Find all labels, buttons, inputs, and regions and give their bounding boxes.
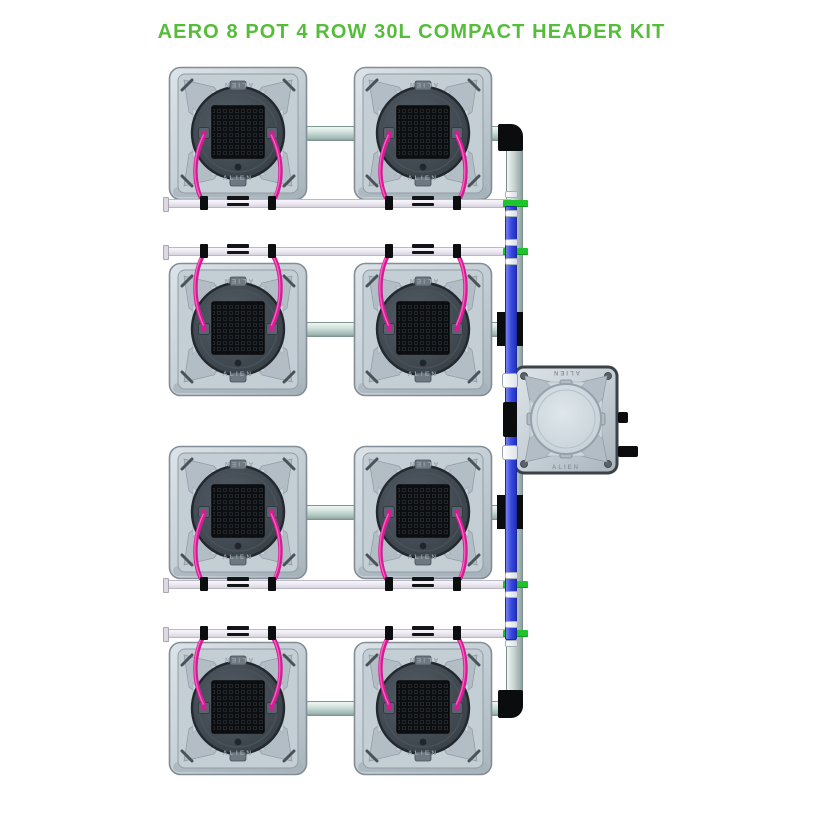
tank-brand-bottom: ALIEN xyxy=(552,465,580,471)
pot-top-view: ALIEN ALIEN xyxy=(353,262,493,397)
rail-mark xyxy=(227,577,249,581)
tube-rail-connector xyxy=(385,626,393,640)
grow-pot: ALIEN ALIEN xyxy=(353,262,493,397)
rail-mark xyxy=(412,250,434,254)
rail-mark xyxy=(227,196,249,200)
rail-end-cap xyxy=(163,627,169,642)
pot-top-view: ALIEN ALIEN xyxy=(168,641,308,776)
cross-fitting xyxy=(503,200,528,207)
feed-pipe xyxy=(306,504,355,520)
manifold-coupling xyxy=(505,571,518,579)
pipe-coupling xyxy=(502,373,518,388)
grow-pot: ALIEN ALIEN xyxy=(168,641,308,776)
tube-rail-connector xyxy=(200,626,208,640)
rail-mark xyxy=(412,626,434,630)
rail-mark xyxy=(412,583,434,587)
manifold-coupling xyxy=(505,238,518,246)
pot-top-view: ALIEN ALIEN xyxy=(353,66,493,201)
pot-brand-top: ALIEN xyxy=(408,460,439,467)
pot-top-view: ALIEN ALIEN xyxy=(168,445,308,580)
rail-mark xyxy=(227,632,249,636)
pot-top-view: ALIEN ALIEN xyxy=(168,262,308,397)
pot-brand-top: ALIEN xyxy=(223,656,254,663)
pot-brand-bottom: ALIEN xyxy=(223,750,254,757)
tube-rail-connector xyxy=(268,626,276,640)
pot-brand-bottom: ALIEN xyxy=(223,371,254,378)
manifold-coupling xyxy=(505,640,518,647)
pot-brand-bottom: ALIEN xyxy=(408,750,439,757)
rail-mark xyxy=(412,244,434,248)
rail-mark xyxy=(227,244,249,248)
rail-end-cap xyxy=(163,578,169,593)
tank-top-view: ALIEN ALIEN xyxy=(513,365,619,475)
pot-brand-top: ALIEN xyxy=(408,81,439,88)
grow-pot: ALIEN ALIEN xyxy=(353,445,493,580)
rail-end-cap xyxy=(163,245,169,260)
grow-pot: ALIEN ALIEN xyxy=(353,641,493,776)
tube-rail-connector xyxy=(268,577,276,591)
tube-rail-connector xyxy=(385,196,393,210)
grow-pot: ALIEN ALIEN xyxy=(168,445,308,580)
manifold-coupling xyxy=(505,210,518,217)
grow-pot: ALIEN ALIEN xyxy=(353,66,493,201)
rail-mark xyxy=(412,196,434,200)
header-tank: ALIEN ALIEN xyxy=(513,365,619,480)
feed-elbow-fitting xyxy=(498,690,523,718)
rail-mark xyxy=(412,202,434,206)
tube-rail-connector xyxy=(200,196,208,210)
tube-rail-connector xyxy=(268,244,276,258)
tank-brand-top: ALIEN xyxy=(552,369,580,375)
manifold-coupling xyxy=(505,591,518,598)
rail-mark xyxy=(227,250,249,254)
rail-mark xyxy=(227,202,249,206)
pipe-coupling xyxy=(502,445,518,460)
tank-port-fitting xyxy=(618,412,628,423)
feed-elbow-fitting xyxy=(498,124,523,151)
rail-mark xyxy=(412,632,434,636)
rail-mark xyxy=(227,583,249,587)
manifold-coupling xyxy=(505,190,518,198)
tube-rail-connector xyxy=(200,577,208,591)
tube-rail-connector xyxy=(385,577,393,591)
pot-top-view: ALIEN ALIEN xyxy=(353,641,493,776)
tube-rail-connector xyxy=(385,244,393,258)
rail-mark xyxy=(227,626,249,630)
pot-brand-top: ALIEN xyxy=(223,460,254,467)
pot-brand-bottom: ALIEN xyxy=(223,554,254,561)
pot-brand-top: ALIEN xyxy=(223,277,254,284)
grow-pot: ALIEN ALIEN xyxy=(168,262,308,397)
pot-top-view: ALIEN ALIEN xyxy=(353,445,493,580)
page-title: AERO 8 POT 4 ROW 30L COMPACT HEADER KIT xyxy=(157,21,666,43)
pot-brand-bottom: ALIEN xyxy=(223,175,254,182)
tube-rail-connector xyxy=(453,577,461,591)
tube-rail-connector xyxy=(200,244,208,258)
pot-brand-bottom: ALIEN xyxy=(408,554,439,561)
pot-brand-top: ALIEN xyxy=(408,656,439,663)
tube-rail-connector xyxy=(453,196,461,210)
rail-end-cap xyxy=(163,197,169,212)
tube-rail-connector xyxy=(453,244,461,258)
feed-pipe xyxy=(306,700,355,716)
pot-brand-top: ALIEN xyxy=(408,277,439,284)
manifold-valve-fitting xyxy=(503,402,517,437)
tube-rail-connector xyxy=(268,196,276,210)
pot-brand-top: ALIEN xyxy=(223,81,254,88)
tube-rail-connector xyxy=(453,626,461,640)
grow-pot: ALIEN ALIEN xyxy=(168,66,308,201)
rail-mark xyxy=(412,577,434,581)
feed-pipe xyxy=(306,321,355,337)
pot-brand-bottom: ALIEN xyxy=(408,371,439,378)
manifold-coupling xyxy=(505,258,518,265)
tank-outlet-fitting xyxy=(618,446,638,457)
pot-top-view: ALIEN ALIEN xyxy=(168,66,308,201)
pot-brand-bottom: ALIEN xyxy=(408,175,439,182)
manifold-coupling xyxy=(505,620,518,628)
feed-pipe xyxy=(306,125,355,141)
